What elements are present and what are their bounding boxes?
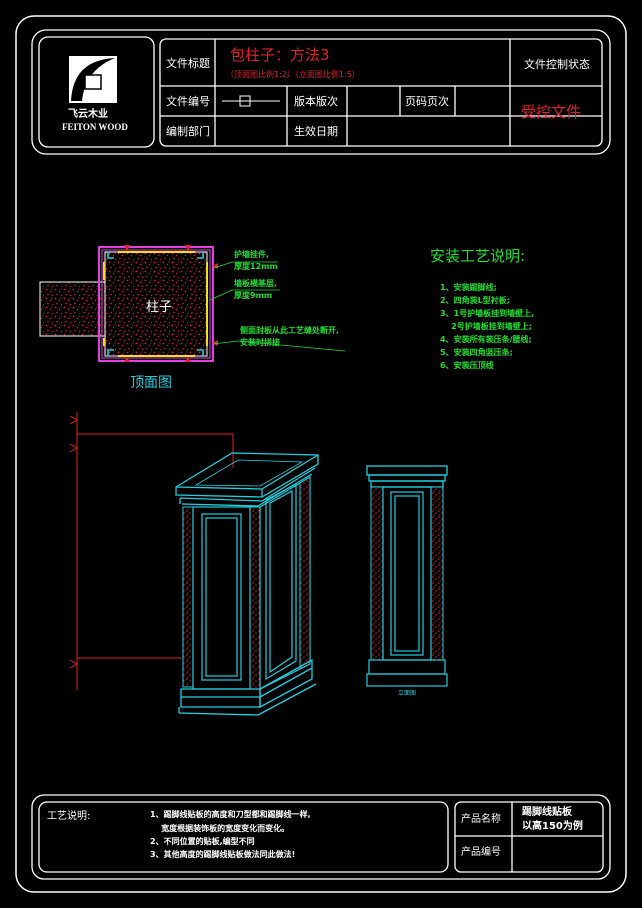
- column-section: [104, 251, 208, 357]
- product-name-label: 产品名称: [461, 814, 501, 825]
- isometric-column: [69, 412, 319, 716]
- page-label: 页码页次: [405, 95, 449, 108]
- dept-label: 编制部门: [166, 125, 210, 138]
- file-title-label: 文件标题: [166, 57, 210, 70]
- callout-1-line2: 厚度12mm: [234, 262, 278, 271]
- plan-view-title: 顶面图: [130, 375, 172, 391]
- craft-label: 工艺说明:: [47, 811, 91, 822]
- feiton-logo: [69, 56, 117, 103]
- install-step-6: 6、安装压顶线: [440, 361, 494, 370]
- callout-2-line2: 厚度9mm: [234, 291, 273, 300]
- elevation-view: [366, 465, 448, 687]
- column-label: 柱子: [146, 300, 173, 315]
- callout-1-line1: 护墙挂件,: [234, 250, 270, 259]
- elevation-view-label: 立面图: [398, 690, 417, 697]
- controlled-doc-stamp: 受控文件: [521, 103, 582, 121]
- product-code-label: 产品编号: [461, 847, 501, 858]
- install-title: 安装工艺说明:: [430, 247, 526, 265]
- callout-3-line1: 侧面封板从此工艺缝处断开,: [240, 326, 340, 335]
- install-step-3: 3、1号护墙板挂到墙壁上,: [440, 309, 535, 318]
- wall-section: [39, 281, 106, 337]
- install-step-2: 2、四角装L型衬板;: [440, 296, 510, 305]
- product-name-line1: 踢脚线贴板: [522, 807, 572, 818]
- control-status-label: 文件控制状态: [524, 58, 590, 71]
- install-step-3b: 2号护墙板挂到墙壁上;: [440, 322, 532, 331]
- file-subtitle: （顶面图比例1:2）（立面图比例1:5）: [226, 70, 360, 79]
- sheet-outer-frame: [15, 15, 627, 893]
- plan-view: [39, 245, 346, 362]
- callout-2-line1: 墙板横基层,: [234, 279, 278, 288]
- company-name-en: FEITON WOOD: [62, 122, 128, 132]
- company-name-cn: 飞云木业: [68, 109, 108, 120]
- footer-note-1b: 宽度根据装饰板的宽度变化而变化。: [150, 824, 290, 833]
- file-title: 包柱子：方法3: [230, 46, 330, 64]
- file-number-symbol: [222, 95, 280, 107]
- product-name-line2: 以高150为例: [522, 821, 583, 832]
- install-step-5: 5、安装四角竖压条;: [440, 348, 513, 357]
- file-number-label: 文件编号: [166, 95, 210, 108]
- effective-date-label: 生效日期: [294, 125, 338, 138]
- footer-note-3: 3、其他高度的踢脚线贴板做法同此做法!: [150, 850, 296, 859]
- callout-3-line2: 安装时拼接: [240, 338, 280, 347]
- version-label: 版本版次: [294, 95, 338, 108]
- install-step-1: 1、安装踢脚线;: [440, 283, 497, 292]
- install-step-4: 4、安装所有装压条/腰线;: [440, 335, 532, 344]
- footer-note-1: 1、踢脚线贴板的高度和刀型都和踢脚线一样,: [150, 810, 311, 819]
- header-frame: [31, 29, 611, 155]
- footer-note-2: 2、不同位置的贴板,编型不同: [150, 837, 255, 846]
- footer-frame: [31, 794, 611, 880]
